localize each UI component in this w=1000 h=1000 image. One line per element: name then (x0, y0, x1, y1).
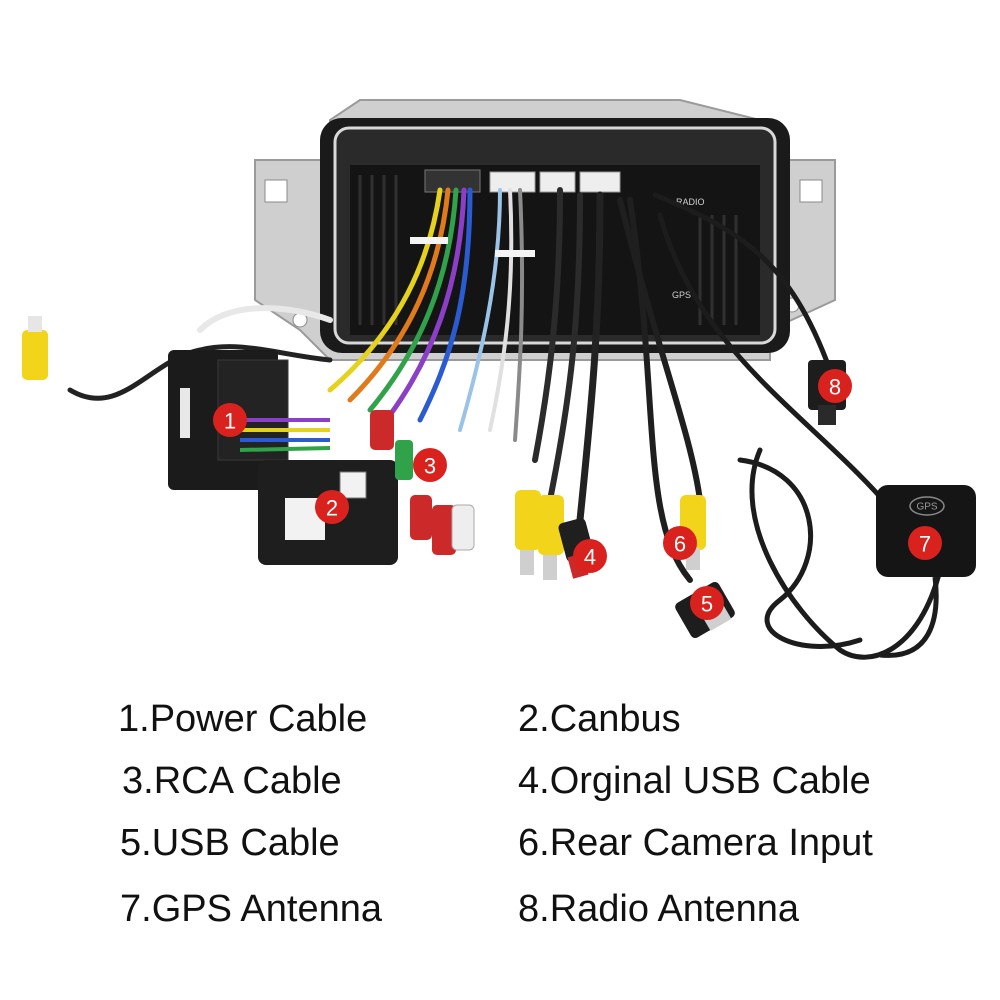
legend-item-rear-camera-input: 6.Rear Camera Input (518, 822, 873, 864)
connector-block (579, 171, 621, 193)
legend-item-orginal-usb-cable: 4.Orginal USB Cable (518, 760, 871, 802)
bracket-slot (264, 179, 288, 203)
gps-port-label: GPS (672, 290, 691, 300)
zip-tie (410, 237, 448, 244)
badge-3: 3 (413, 448, 447, 482)
cable-legend: 1.Power Cable 2.Canbus 3.RCA Cable 4.Org… (0, 690, 1000, 1000)
svg-text:1: 1 (224, 409, 236, 434)
svg-text:2: 2 (326, 496, 338, 521)
legend-item-rca-cable: 3.RCA Cable (122, 760, 342, 802)
canbus-qr-code (339, 471, 367, 499)
badge-1: 1 (213, 403, 247, 437)
gps-antenna-cable (879, 576, 939, 658)
usb-cable-port (702, 605, 732, 631)
wire-harness (67, 187, 943, 660)
rca-cable-cluster (370, 410, 564, 580)
rca-plug-yellow (22, 330, 48, 380)
badge-6: 6 (663, 526, 697, 560)
product-photo: RADIO GPS (22, 99, 976, 660)
heatsink-fins (358, 175, 738, 325)
badge-2: 2 (315, 490, 349, 524)
legend-item-canbus: 2.Canbus (518, 698, 681, 740)
zip-tie (495, 250, 535, 257)
connector-block (424, 169, 481, 193)
power-cable-box-label (180, 388, 190, 438)
svg-text:8: 8 (829, 375, 841, 400)
svg-text:6: 6 (674, 532, 686, 557)
svg-text:4: 4 (584, 545, 596, 570)
svg-text:5: 5 (701, 592, 713, 617)
rca-plug-tip (28, 316, 42, 332)
badge-8: 8 (818, 369, 852, 403)
legend-item-gps-antenna: 7.GPS Antenna (120, 888, 382, 930)
power-cable-wires (239, 418, 331, 452)
gps-logo-text: GPS (916, 502, 937, 513)
legend-item-usb-cable: 5.USB Cable (120, 822, 340, 864)
radio-port-label: RADIO (676, 197, 705, 207)
svg-text:3: 3 (424, 454, 436, 479)
gps-logo (909, 496, 945, 516)
legend-item-power-cable: 1.Power Cable (118, 698, 368, 740)
badge-7: 7 (908, 526, 942, 560)
badge-4: 4 (573, 539, 607, 573)
bracket-slot (799, 179, 823, 203)
badge-5: 5 (690, 586, 724, 620)
svg-text:7: 7 (919, 532, 931, 557)
connector-block (489, 171, 536, 193)
radio-antenna-tip (818, 405, 836, 425)
legend-item-radio-antenna: 8.Radio Antenna (518, 888, 800, 930)
